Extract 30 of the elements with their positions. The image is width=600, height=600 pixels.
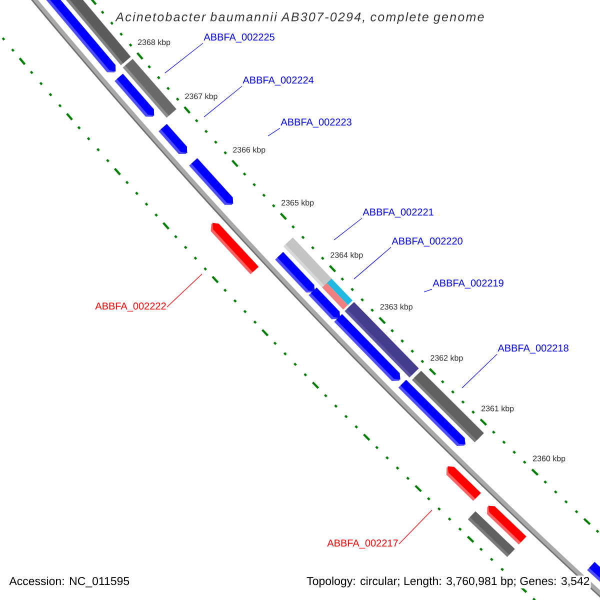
scale-label: 2366 kbp (233, 146, 266, 154)
gene-label: ABBFA_002217 (327, 540, 398, 548)
leader-line (204, 86, 242, 118)
gene-label: ABBFA_002221 (362, 208, 434, 218)
scale-label: 2360 kbp (533, 455, 566, 463)
gene-label: ABBFA_002220 (392, 238, 462, 246)
gene-label: ABBFA_002224 (242, 76, 314, 86)
gene-label: ABBFA_002223 (280, 118, 352, 128)
summary-text: Topology: circular; Length: 3,760,981 bp; Genes: 3,542 (306, 576, 591, 588)
leader-line (164, 42, 204, 74)
leader-line (268, 128, 280, 136)
scale-label: 2361 kbp (482, 405, 514, 413)
leader-line (398, 510, 432, 544)
leader-line (166, 274, 202, 308)
title: Acinetobacter baumannii AB307-0294, complete genome (113, 10, 487, 26)
gene-label: ABBFA_002218 (498, 344, 568, 354)
scale-label: 2364 kbp (330, 252, 363, 260)
leader-line (462, 354, 498, 388)
leader-line (354, 246, 392, 280)
scale-label: 2365 kbp (282, 200, 314, 208)
gene-label: ABBFA_002225 (204, 34, 274, 42)
gene-label: ABBFA_002222 (95, 302, 166, 312)
scale-label: 2368 kbp (138, 39, 170, 47)
leader-line (334, 218, 362, 240)
accession-text: Accession: NC_011595 (8, 576, 131, 588)
leader-line (424, 288, 432, 292)
scale-label: 2363 kbp (380, 304, 412, 312)
gene-label: ABBFA_002219 (432, 280, 504, 288)
scale-label: 2367 kbp (185, 93, 218, 101)
scale-label: 2362 kbp (430, 354, 463, 362)
